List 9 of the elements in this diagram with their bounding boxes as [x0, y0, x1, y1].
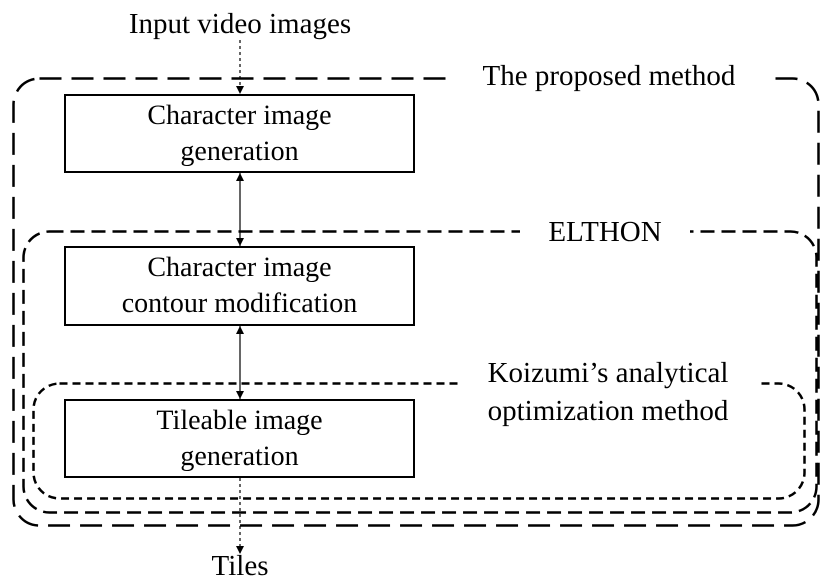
io-label: Tiles [200, 550, 280, 581]
process-box: Character image contour modification [64, 246, 415, 326]
process-box: Character image generation [64, 94, 415, 173]
arrow [236, 40, 244, 94]
arrow [236, 326, 244, 399]
arrow [236, 478, 244, 554]
process-box: Tileable image generation [64, 399, 415, 478]
io-label: Input video images [120, 6, 360, 42]
arrow [236, 173, 244, 246]
